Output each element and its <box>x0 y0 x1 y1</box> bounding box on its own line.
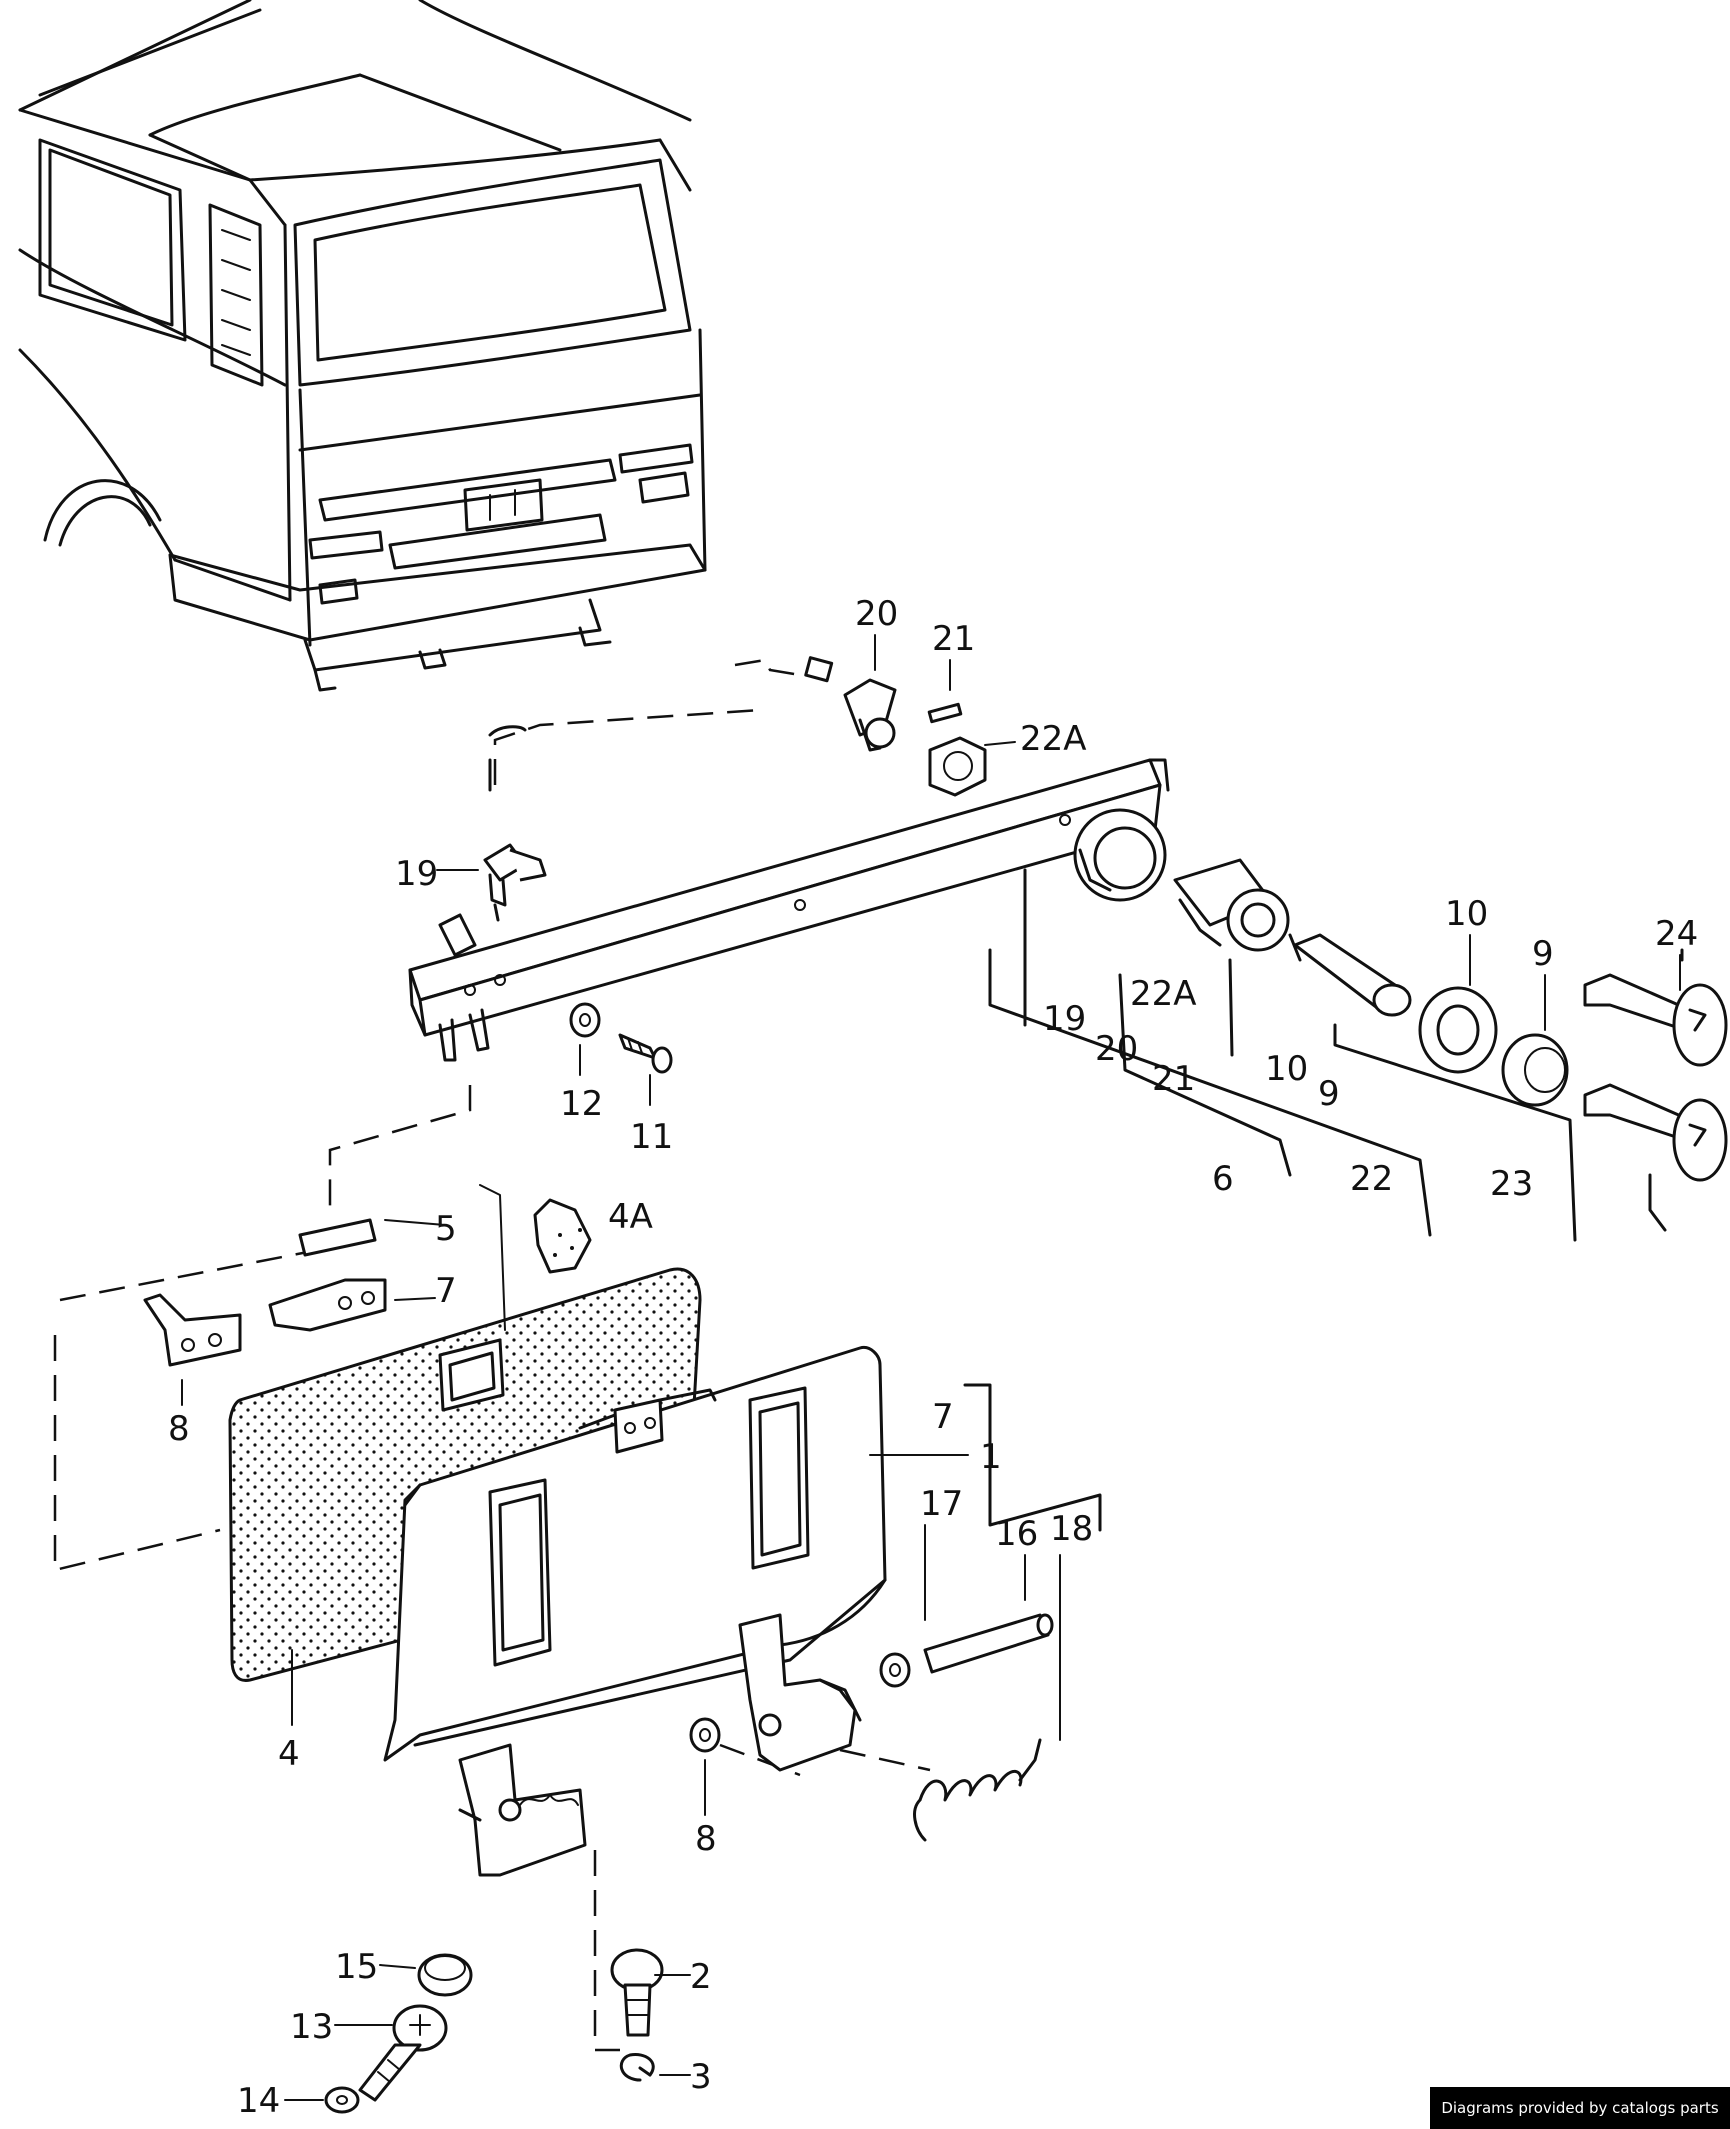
callout-13: 13 <box>290 2007 333 2047</box>
callout-23: 23 <box>1490 1164 1533 1204</box>
hinge-left <box>458 1743 587 1877</box>
lock-cylinder <box>1173 858 1290 952</box>
van-rear-illustration <box>18 0 707 692</box>
clip-part-19 <box>483 843 547 922</box>
callout-3: 3 <box>690 2057 712 2097</box>
bracket-part-7 <box>268 1278 387 1332</box>
bezel-part-10 <box>1418 986 1498 1074</box>
callout-7-bracket: 7 <box>435 1271 457 1311</box>
bracket-part-5 <box>298 1218 377 1257</box>
plate-part-1 <box>383 1345 887 1762</box>
cap-part-15 <box>417 1953 473 1997</box>
callout-18: 18 <box>1050 1509 1093 1549</box>
callout-19: 19 <box>395 854 438 894</box>
spring-part-18 <box>913 1738 1042 1842</box>
callout-10-bracket: 10 <box>1265 1049 1308 1089</box>
clip-part-3 <box>619 2052 655 2082</box>
callout-1: 1 <box>980 1437 1002 1477</box>
cap-part-9 <box>1501 1033 1569 1107</box>
callout-6: 6 <box>1212 1159 1234 1199</box>
callout-16: 16 <box>995 1514 1038 1554</box>
callout-7-plate: 7 <box>932 1397 954 1437</box>
callout-8-upper: 8 <box>168 1409 190 1449</box>
washer-part-12 <box>569 1002 601 1038</box>
callout-4a: 4A <box>608 1197 653 1237</box>
key-part-24-lower <box>1583 1083 1728 1182</box>
leader-lines-lower <box>181 634 1681 2101</box>
callout-24: 24 <box>1655 914 1698 954</box>
callout-12: 12 <box>560 1084 603 1124</box>
callout-15: 15 <box>335 1947 378 1987</box>
hinge-right <box>738 1613 862 1772</box>
callout-brackets-right <box>988 868 1684 1242</box>
pin-part-21 <box>927 702 963 724</box>
washer-part-8 <box>689 1717 721 1753</box>
callout-4: 4 <box>278 1734 300 1774</box>
screw-part-11 <box>618 1033 673 1074</box>
callout-22a: 22A <box>1020 719 1087 759</box>
callout-9-upper: 9 <box>1532 934 1554 974</box>
screw-part-13 <box>358 2004 448 2102</box>
rod-part-16 <box>923 1613 1054 1674</box>
callout-20: 20 <box>855 594 898 634</box>
callout-19-bracket: 19 <box>1043 999 1086 1039</box>
callout-20-bracket: 20 <box>1095 1029 1138 1069</box>
callout-2: 2 <box>690 1957 712 1997</box>
bolt-part-2 <box>610 1948 664 2037</box>
credit-banner: Diagrams provided by catalogs parts <box>1430 2087 1730 2129</box>
lever-part-20 <box>843 678 897 752</box>
washer-part-14 <box>324 2086 360 2114</box>
callout-22a-bracket: 22A <box>1130 974 1197 1014</box>
nut-part-22a <box>928 736 987 797</box>
callout-8-lower: 8 <box>695 1819 717 1859</box>
bracket-part-8 <box>143 1293 242 1367</box>
bolt-part-10 <box>1288 933 1412 1017</box>
callout-22: 22 <box>1350 1159 1393 1199</box>
callout-10-upper: 10 <box>1445 894 1488 934</box>
plug-part-4a <box>533 1198 592 1274</box>
callout-21-bracket: 21 <box>1152 1059 1195 1099</box>
callout-labels: 20 21 22A 19 12 11 10 9 24 22A 19 20 21 … <box>168 594 1698 2121</box>
callout-5: 5 <box>435 1209 457 1249</box>
callout-21: 21 <box>932 619 975 659</box>
callout-14: 14 <box>237 2081 280 2121</box>
lock-rail-assembly <box>408 656 1170 1062</box>
callout-9-bracket: 9 <box>1318 1074 1340 1114</box>
washer-part-17 <box>879 1652 911 1688</box>
callout-17: 17 <box>920 1484 963 1524</box>
key-part-24-upper <box>1583 973 1728 1067</box>
callout-11: 11 <box>630 1117 673 1157</box>
